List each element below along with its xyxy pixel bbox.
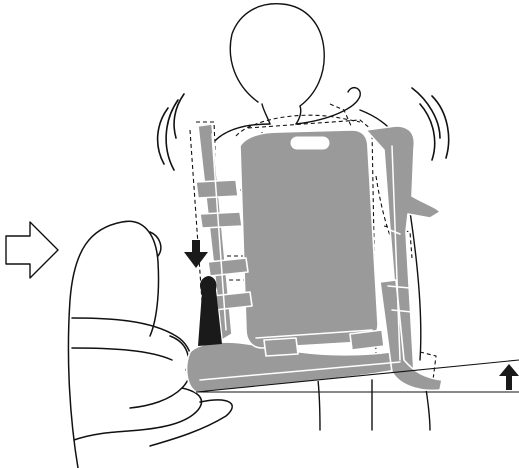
child-seat-handle bbox=[290, 136, 330, 150]
up-arrow-icon bbox=[499, 364, 519, 390]
child-seat-base bbox=[187, 342, 412, 392]
child-seat bbox=[187, 124, 442, 392]
vehicle-seat-cushion bbox=[72, 318, 192, 408]
right-outline-arrow-icon bbox=[6, 222, 58, 278]
vehicle-seat-backrest bbox=[68, 221, 158, 468]
vibration-arcs-left bbox=[158, 94, 184, 170]
person-shoulder-right bbox=[296, 88, 360, 124]
vibration-arcs-right bbox=[412, 88, 449, 160]
vehicle-seat-front-edge bbox=[74, 388, 201, 440]
person-head bbox=[230, 4, 324, 106]
child-seat-shell bbox=[240, 130, 378, 348]
down-arrow-icon bbox=[184, 240, 208, 268]
person-leg-1 bbox=[318, 380, 320, 430]
